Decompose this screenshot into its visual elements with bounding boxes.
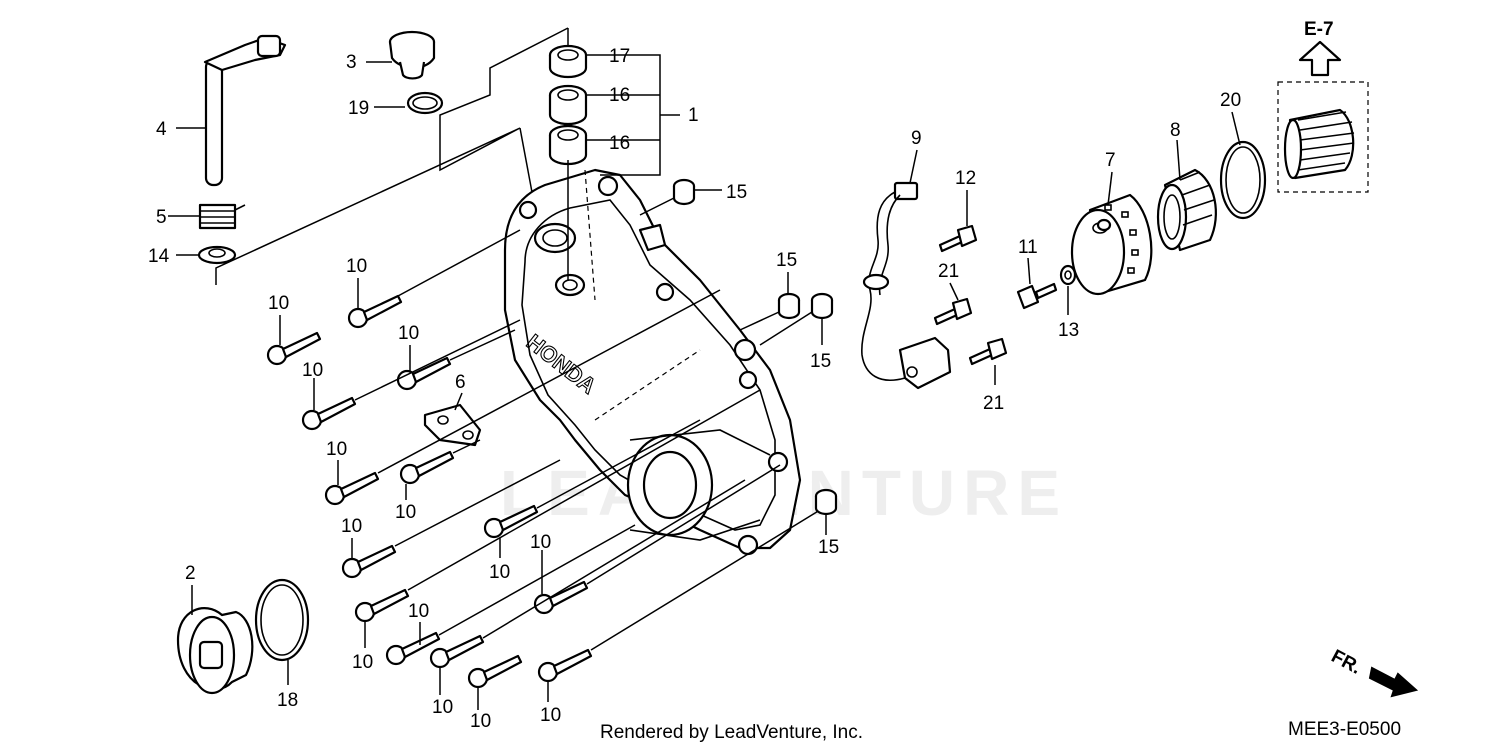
bolt-11[interactable] [1016, 282, 1058, 310]
seal-17[interactable] [548, 44, 588, 79]
bolt-10[interactable] [341, 544, 397, 579]
bolt-21[interactable] [968, 337, 1008, 366]
dowel-pin-15[interactable] [672, 178, 696, 206]
callout-10: 10 [432, 697, 453, 718]
bolt-10[interactable] [533, 580, 589, 615]
washer-13[interactable] [1059, 264, 1077, 286]
shaft-4[interactable] [203, 34, 287, 187]
dowel-pin-15[interactable] [814, 488, 838, 516]
callout-10: 10 [408, 601, 429, 622]
callout-5: 5 [156, 207, 167, 228]
callout-15: 15 [726, 182, 747, 203]
spring-5[interactable] [198, 203, 246, 230]
callout-10: 10 [346, 256, 367, 277]
callout-7: 7 [1105, 150, 1116, 171]
bolt-21[interactable] [933, 297, 973, 326]
snap-ring-20[interactable] [1219, 140, 1267, 220]
one-way-clutch-8[interactable] [1156, 168, 1217, 252]
oil-filler-hole [533, 222, 577, 254]
bolt-12[interactable] [938, 224, 978, 253]
callout-1: 1 [688, 105, 699, 126]
bolt-10[interactable] [483, 504, 539, 539]
callout-21: 21 [938, 261, 959, 282]
bearing-16-lower[interactable] [548, 124, 588, 166]
crankcase-cover[interactable]: HONDA [503, 168, 802, 556]
needle-bearing-ref [1283, 108, 1355, 180]
bolt-10[interactable] [324, 471, 380, 506]
bolt-10[interactable] [537, 648, 593, 683]
callout-10: 10 [341, 516, 362, 537]
up-arrow-icon [1298, 40, 1342, 77]
callout-10: 10 [326, 439, 347, 460]
reference-label: E-7 [1304, 19, 1334, 40]
callout-10: 10 [470, 711, 491, 732]
callout-19: 19 [348, 98, 369, 119]
o-ring-18[interactable] [254, 578, 310, 662]
dowel-pin-15[interactable] [777, 292, 801, 320]
starter-clutch-outer-7[interactable] [1070, 193, 1153, 296]
bolt-10[interactable] [399, 450, 455, 485]
bolt-10[interactable] [396, 356, 452, 391]
assembly-bracket-left [215, 27, 569, 285]
callout-14: 14 [148, 246, 170, 267]
bolt-10[interactable] [429, 634, 485, 669]
callout-21: 21 [983, 393, 1004, 414]
direction-arrow-icon [1368, 666, 1419, 698]
callout-18: 18 [277, 690, 298, 711]
pulse-generator-9[interactable] [861, 181, 952, 390]
bolt-10[interactable] [266, 331, 322, 366]
callout-11: 11 [1018, 237, 1038, 258]
bolt-10[interactable] [467, 654, 523, 689]
callout-10: 10 [489, 562, 510, 583]
bolt-10[interactable] [347, 294, 403, 329]
callout-20: 20 [1220, 90, 1241, 111]
callout-10: 10 [268, 293, 289, 314]
callout-10: 10 [302, 360, 323, 381]
callout-2: 2 [185, 563, 196, 584]
callout-10: 10 [395, 502, 416, 523]
callout-4: 4 [156, 119, 167, 140]
callout-10: 10 [540, 705, 561, 726]
callout-15: 15 [810, 351, 831, 372]
callout-15: 15 [776, 250, 797, 271]
washer-14[interactable] [197, 245, 237, 265]
bolt-10[interactable] [301, 396, 357, 431]
callout-8: 8 [1170, 120, 1181, 141]
oil-filler-cap-3[interactable] [388, 30, 436, 80]
callout-16: 16 [609, 133, 630, 154]
diagram-code: MEE3-E0500 [1288, 719, 1401, 740]
callout-10: 10 [398, 323, 419, 344]
callout-12: 12 [955, 168, 976, 189]
callout-3: 3 [346, 52, 357, 73]
bolt-10[interactable] [354, 588, 410, 623]
callout-17: 17 [609, 46, 630, 67]
direction-label: FR. [1328, 646, 1365, 679]
callout-10: 10 [352, 652, 373, 673]
plug-cap-2[interactable] [176, 607, 254, 695]
reference-box [1277, 81, 1369, 193]
clamp-6[interactable] [423, 403, 482, 447]
callout-15: 15 [818, 537, 839, 558]
callout-9: 9 [911, 128, 922, 149]
bearing-16-upper[interactable] [548, 84, 588, 126]
footer-credit: Rendered by LeadVenture, Inc. [600, 722, 863, 743]
dowel-pin-15[interactable] [810, 292, 834, 320]
callout-13: 13 [1058, 320, 1079, 341]
callout-16: 16 [609, 85, 630, 106]
callout-10: 10 [530, 532, 551, 553]
callout-6: 6 [455, 372, 466, 393]
